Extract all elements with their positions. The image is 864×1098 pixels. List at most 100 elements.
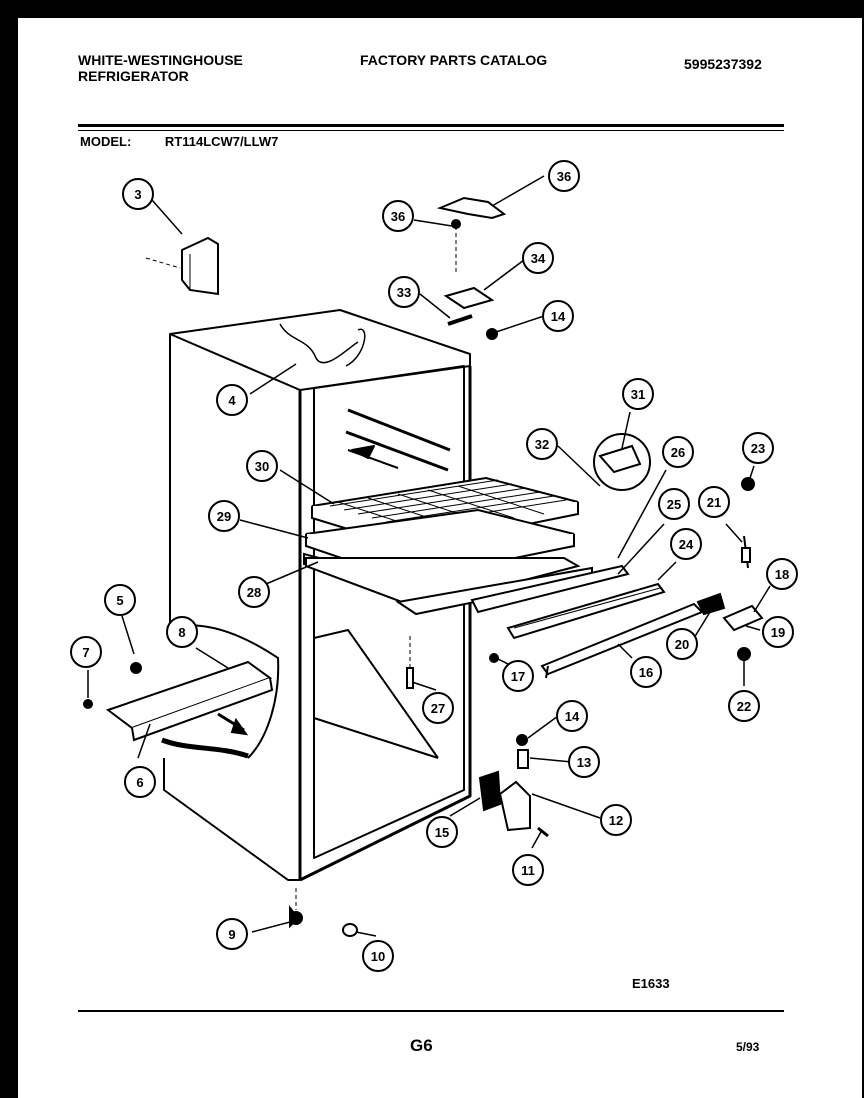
callout-label: 8 xyxy=(178,625,185,640)
callout-circle xyxy=(658,488,690,520)
callout-18: 18 xyxy=(766,558,798,590)
callout-label: 30 xyxy=(255,459,269,474)
callout-4: 4 xyxy=(216,384,248,416)
callout-circle xyxy=(766,558,798,590)
model-line: MODEL: RT114LCW7/LLW7 xyxy=(80,134,278,149)
callout-circle xyxy=(216,384,248,416)
callout-label: 13 xyxy=(577,755,591,770)
callout-label: 16 xyxy=(639,665,653,680)
callout-label: 4 xyxy=(228,393,236,408)
callout-16: 16 xyxy=(630,656,662,688)
callout-17: 17 xyxy=(502,660,534,692)
callout-circle xyxy=(526,428,558,460)
callout-circle xyxy=(208,500,240,532)
callout-28: 28 xyxy=(238,576,270,608)
callout-20: 20 xyxy=(666,628,698,660)
parts-catalog-page: WHITE-WESTINGHOUSE REFRIGERATOR FACTORY … xyxy=(18,18,862,1098)
callout-label: 23 xyxy=(751,441,765,456)
callout-14b: 14 xyxy=(556,700,588,732)
callout-9: 9 xyxy=(216,918,248,950)
callout-circle xyxy=(512,854,544,886)
callout-11: 11 xyxy=(512,854,544,886)
callout-circle xyxy=(762,616,794,648)
callout-circle xyxy=(548,160,580,192)
model-label: MODEL: xyxy=(80,134,132,149)
callout-label: 3 xyxy=(134,187,141,202)
callout-label: 7 xyxy=(82,645,89,660)
callout-14a: 14 xyxy=(542,300,574,332)
callout-circle xyxy=(542,300,574,332)
callout-label: 32 xyxy=(535,437,549,452)
callout-label: 18 xyxy=(775,567,789,582)
brand-name: WHITE-WESTINGHOUSE xyxy=(78,52,243,68)
header-rule-thin xyxy=(78,130,784,131)
callout-circle xyxy=(238,576,270,608)
callout-29: 29 xyxy=(208,500,240,532)
callout-7: 7 xyxy=(70,636,102,668)
callout-circle xyxy=(600,804,632,836)
callout-26: 26 xyxy=(662,436,694,468)
brand-header: WHITE-WESTINGHOUSE REFRIGERATOR xyxy=(78,52,243,84)
callout-33: 33 xyxy=(388,276,420,308)
callout-circle xyxy=(522,242,554,274)
callout-circle xyxy=(426,816,458,848)
callout-36a: 36 xyxy=(548,160,580,192)
exploded-parts-diagram: 3363634331443132262330252129241828582019… xyxy=(70,160,798,991)
callout-6: 6 xyxy=(124,766,156,798)
callout-circle xyxy=(666,628,698,660)
callout-circle xyxy=(742,432,774,464)
callout-circle xyxy=(166,616,198,648)
callout-circle xyxy=(382,200,414,232)
callout-5: 5 xyxy=(104,584,136,616)
callout-circle xyxy=(216,918,248,950)
callout-12: 12 xyxy=(600,804,632,836)
callout-label: 26 xyxy=(671,445,685,460)
callout-label: 36 xyxy=(391,209,405,224)
callout-circle xyxy=(246,450,278,482)
callout-32: 32 xyxy=(526,428,558,460)
callout-circle xyxy=(388,276,420,308)
callout-label: 25 xyxy=(667,497,681,512)
callout-8: 8 xyxy=(166,616,198,648)
callout-circle xyxy=(502,660,534,692)
callout-circle xyxy=(70,636,102,668)
callout-24: 24 xyxy=(670,528,702,560)
callout-label: 14 xyxy=(565,709,580,724)
callout-circle xyxy=(362,940,394,972)
callout-circle xyxy=(630,656,662,688)
callout-circle xyxy=(104,584,136,616)
callout-22: 22 xyxy=(728,690,760,722)
callout-circle xyxy=(662,436,694,468)
callout-label: 34 xyxy=(531,251,546,266)
catalog-title: FACTORY PARTS CATALOG xyxy=(360,52,548,68)
callout-label: 14 xyxy=(551,309,566,324)
callout-15: 15 xyxy=(426,816,458,848)
diagram-code: E1633 xyxy=(632,976,670,991)
callout-23: 23 xyxy=(742,432,774,464)
callout-10: 10 xyxy=(362,940,394,972)
header-rule-thick xyxy=(78,124,784,127)
callout-circle xyxy=(728,690,760,722)
callout-label: 10 xyxy=(371,949,385,964)
callout-21: 21 xyxy=(698,486,730,518)
callout-label: 9 xyxy=(228,927,235,942)
callout-circle xyxy=(122,178,154,210)
callout-36b: 36 xyxy=(382,200,414,232)
callout-label: 22 xyxy=(737,699,751,714)
page-number: G6 xyxy=(410,1036,433,1055)
print-date: 5/93 xyxy=(736,1040,760,1054)
callout-label: 17 xyxy=(511,669,525,684)
callout-circle xyxy=(422,692,454,724)
shelf-assembly xyxy=(303,476,593,616)
callout-label: 15 xyxy=(435,825,449,840)
callout-label: 5 xyxy=(116,593,123,608)
edge-mark xyxy=(0,646,8,648)
catalog-number: 5995237392 xyxy=(684,56,762,72)
product-type: REFRIGERATOR xyxy=(78,68,189,84)
callout-label: 12 xyxy=(609,813,623,828)
callout-label: 20 xyxy=(675,637,689,652)
cabinet-drawing xyxy=(163,309,472,882)
callout-label: 29 xyxy=(217,509,231,524)
callout-label: 11 xyxy=(521,863,535,878)
